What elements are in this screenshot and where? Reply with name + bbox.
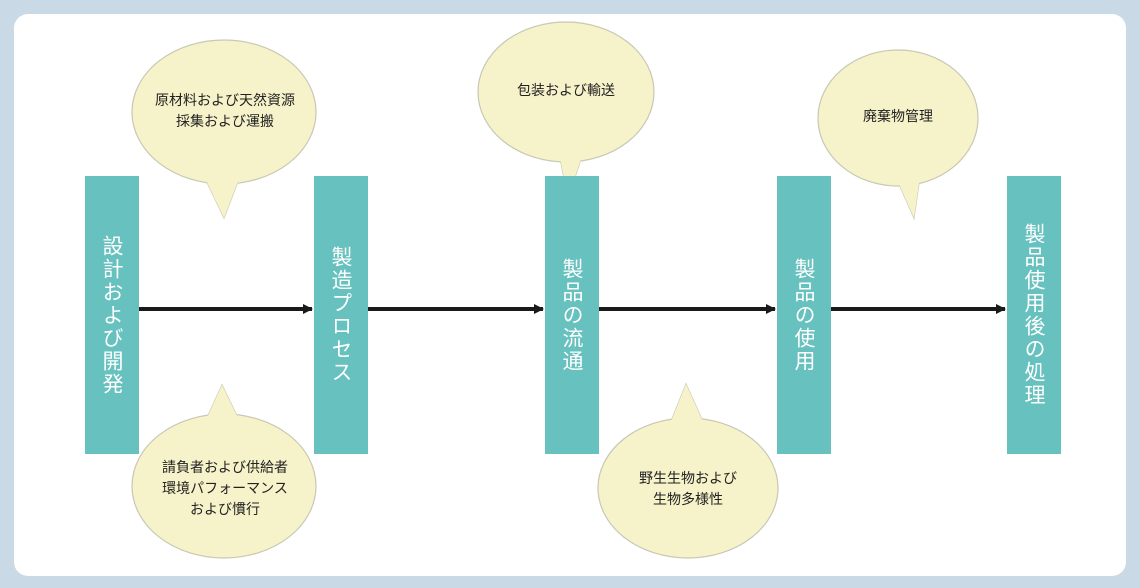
bubble-wildlife-biodiversity: 野生生物および 生物多様性	[639, 471, 737, 508]
bubble-packaging-transport: 包装および輸送	[517, 82, 615, 99]
stage-product-distribution: 製品の流通	[545, 176, 599, 454]
stage-label: 設計および開発	[100, 234, 124, 396]
speech-bubble	[131, 39, 317, 220]
stage-label: 製品の流通	[560, 257, 584, 373]
speech-bubble	[597, 382, 779, 559]
speech-bubble	[131, 383, 317, 559]
stage-end-of-life: 製品使用後の処理	[1007, 176, 1061, 454]
speech-bubble	[817, 49, 979, 221]
stage-label: 製造プロセス	[329, 246, 353, 384]
bubble-waste-management: 廃棄物管理	[863, 108, 933, 125]
stage-label: 製品の使用	[792, 257, 816, 373]
stage-design-development: 設計および開発	[85, 176, 139, 454]
speech-bubble	[477, 21, 655, 201]
stage-product-use: 製品の使用	[777, 176, 831, 454]
bubble-raw-materials: 原材料および天然資源 採集および運搬	[155, 93, 295, 130]
stage-label: 製品使用後の処理	[1022, 223, 1046, 407]
stage-manufacturing-process: 製造プロセス	[314, 176, 368, 454]
bubble-contractors-suppliers: 請負者および供給者 環境パフォーマンス および慣行	[162, 459, 288, 518]
